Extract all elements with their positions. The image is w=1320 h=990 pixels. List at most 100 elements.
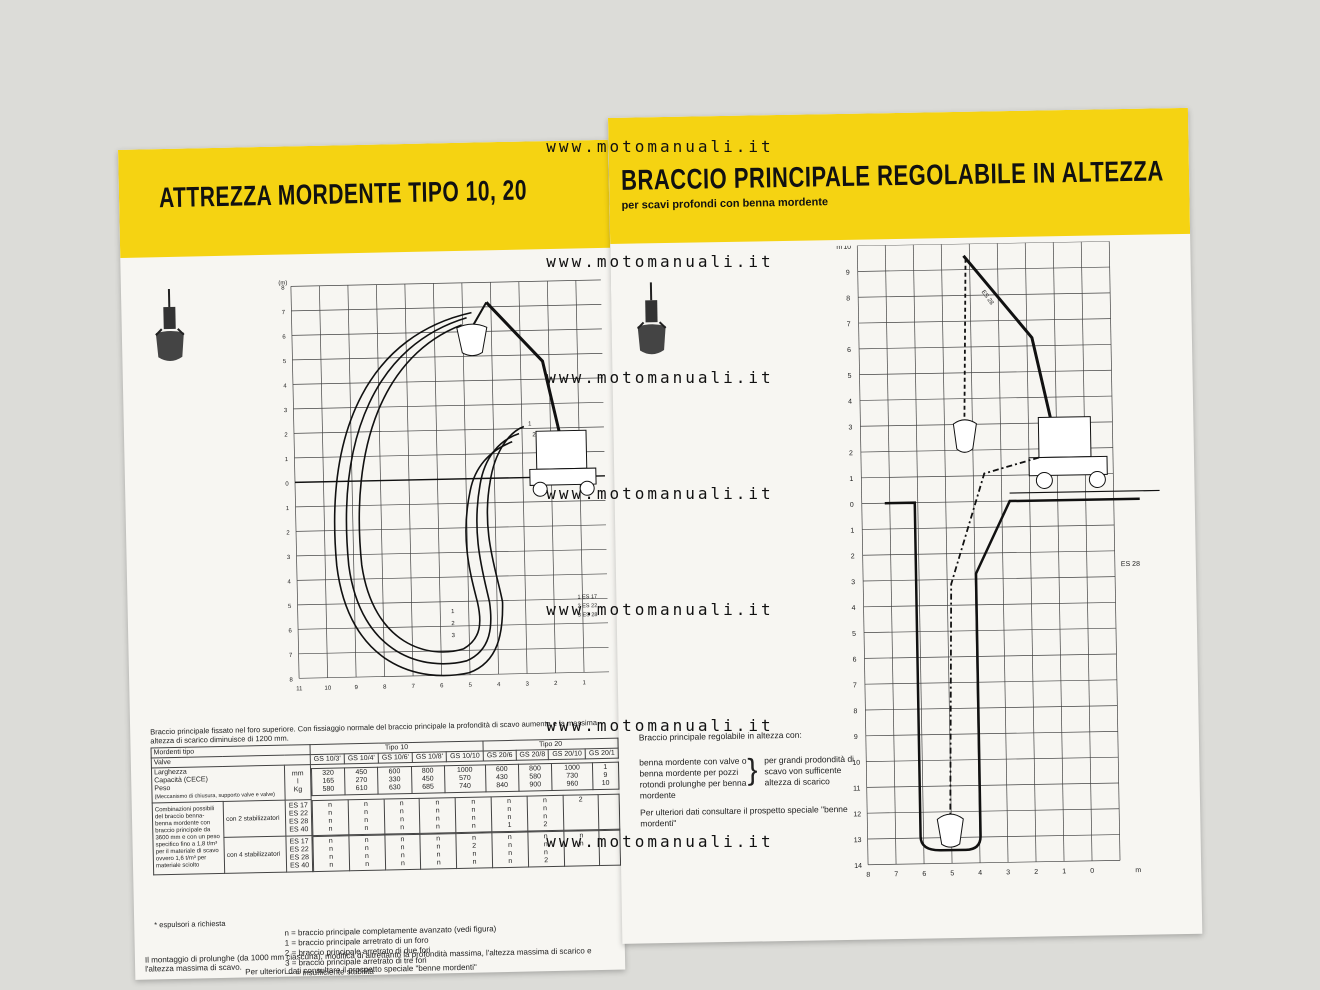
x-tick-label: 11	[296, 686, 303, 692]
excavator-drawing	[456, 301, 597, 497]
value-cell: n	[328, 825, 333, 833]
y-tick-label: 6	[852, 657, 856, 664]
grid-line	[297, 573, 610, 581]
spec-value: 1000	[456, 766, 473, 775]
upper-stick	[963, 258, 967, 424]
unit: Kg	[293, 786, 303, 794]
grid-line	[864, 679, 1117, 685]
grid-line	[858, 318, 1111, 324]
value-cell: n	[364, 824, 369, 832]
value-cell: n	[365, 860, 370, 868]
value-cell: n	[542, 796, 547, 804]
grid-line	[867, 834, 1120, 840]
grid-line	[290, 286, 300, 679]
watermark: www.motomanuali.it	[546, 484, 774, 503]
excavator-chassis	[1028, 455, 1108, 477]
spec-value: 270	[355, 777, 368, 785]
y-tick-label: 3	[287, 555, 291, 561]
unit: l	[296, 778, 299, 786]
es-label: ES 17	[289, 837, 309, 846]
value-cell: n	[508, 857, 513, 865]
value-cell: n	[436, 850, 441, 858]
watermark: www.motomanuali.it	[546, 600, 774, 619]
y-tick-label: 7	[282, 310, 286, 316]
y-tick-label: 7	[847, 321, 851, 328]
spec-value: 600	[495, 766, 508, 774]
curve-label: 2	[451, 621, 455, 627]
excavator-cab	[535, 429, 588, 470]
curve-label: 2	[532, 432, 536, 438]
watermark: www.motomanuali.it	[546, 716, 774, 735]
y-tick-label: 7	[289, 653, 293, 659]
grab-bucket	[456, 323, 488, 357]
clamshell-bucket-icon	[155, 288, 185, 361]
excavator-chassis	[529, 467, 597, 486]
es-label: ES 17	[288, 801, 308, 810]
value-cell: n	[328, 845, 334, 853]
wheel	[579, 480, 595, 496]
col-header: GS 20/6	[483, 750, 517, 761]
x-tick-label: 4	[978, 870, 982, 877]
x-tick-label: 2	[554, 681, 558, 687]
grid-line	[290, 279, 605, 287]
stick	[470, 301, 488, 329]
col-header: GS 20/8	[515, 749, 549, 761]
value-cell: n	[328, 817, 333, 825]
grid-line	[866, 756, 1119, 762]
value-cell: n	[543, 812, 548, 820]
boom	[485, 301, 561, 432]
value-cell: n	[399, 815, 405, 823]
grid-line	[291, 328, 606, 336]
grid-line	[868, 860, 1121, 866]
y-tick-label: 5	[283, 359, 287, 365]
grid-line	[863, 576, 1116, 582]
value-cell: n	[399, 799, 404, 807]
spec-value: 165	[322, 777, 335, 786]
right-desc-more: Per ulteriori dati consultare il prospet…	[640, 803, 848, 829]
es-label: ES 40	[289, 861, 310, 870]
value-cell: n	[507, 841, 513, 849]
es-label: ES 28	[289, 853, 310, 862]
watermark: www.motomanuali.it	[546, 252, 774, 271]
value-cell: n	[471, 798, 476, 806]
grab-bucket-lower	[936, 813, 964, 848]
grid-line	[296, 524, 610, 532]
grid-line	[859, 344, 1112, 350]
value-cell: n	[472, 834, 477, 842]
spec-value: 9	[603, 772, 608, 780]
y-tick-label: 5	[848, 373, 852, 380]
value-cell: n	[435, 814, 440, 822]
grid-line	[296, 548, 610, 557]
x-tick-label: 7	[894, 871, 898, 878]
value-cell: 2	[543, 820, 548, 828]
grid-line	[297, 597, 610, 606]
grid-line	[859, 369, 1112, 375]
value-cell: 2	[472, 842, 477, 850]
value-cell: n	[329, 853, 334, 861]
con2-label: con 2 stabilizzatori	[223, 800, 287, 838]
value-cell: n	[364, 844, 369, 852]
spec-value: 610	[355, 785, 368, 793]
wheel	[1088, 471, 1106, 489]
es-label: ES 22	[289, 845, 309, 854]
unit: mm	[291, 770, 304, 778]
row-label: Larghezza	[153, 768, 187, 777]
legend-label: 3 ES 28	[578, 612, 598, 618]
right-page: BRACCIO PRINCIPALE REGOLABILE IN ALTEZZA…	[608, 107, 1203, 944]
spec-value: 330	[388, 776, 401, 784]
value-cell: n	[435, 798, 440, 806]
right-desc-left: benna mordente con valve o benna mordent…	[639, 755, 747, 801]
x-unit-label: m	[1135, 867, 1141, 874]
spec-value: 1	[603, 764, 608, 772]
excavator-cab	[1037, 416, 1092, 459]
con4-label: con 4 stabilizzatori	[223, 836, 287, 874]
value-cell: n	[329, 861, 334, 869]
grid-line	[857, 240, 1110, 247]
value-cell: 2	[578, 795, 583, 803]
side-label: ES 28	[1121, 561, 1140, 568]
y-tick-label: 8	[281, 286, 285, 292]
grid-line	[865, 731, 1118, 737]
y-tick-label: 1	[849, 476, 853, 483]
grid-line	[864, 627, 1116, 633]
